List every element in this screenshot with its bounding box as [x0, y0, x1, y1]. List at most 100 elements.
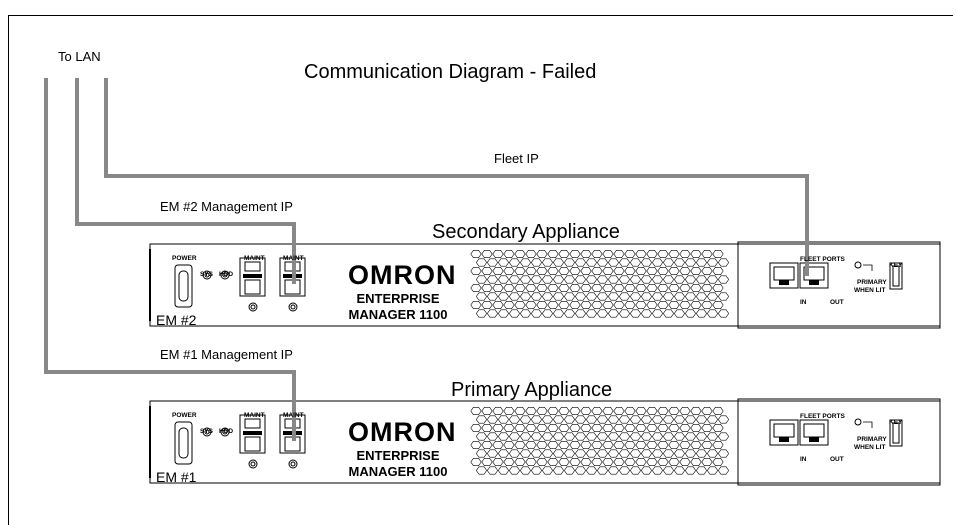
vent-hole	[662, 258, 675, 267]
power-label: POWER	[172, 412, 197, 419]
vent-hole	[607, 258, 620, 267]
primary-led-bracket	[863, 421, 873, 428]
vent-hole	[701, 250, 713, 259]
diagram-frame	[8, 15, 953, 525]
vent-hole	[563, 432, 576, 441]
key-label: KEY	[889, 419, 903, 426]
vent-hole	[574, 415, 587, 424]
fleet-port-tab	[779, 280, 789, 285]
vent-hole	[541, 292, 554, 301]
vent-hole	[574, 449, 587, 458]
vent-hole	[514, 423, 526, 433]
vent-hole	[541, 449, 554, 458]
vent-hole	[470, 440, 482, 450]
omron-logo: OMRON	[348, 417, 457, 447]
fleet-in-label: IN	[800, 299, 807, 306]
vent-hole	[618, 258, 631, 267]
vent-hole	[470, 266, 482, 276]
sys-led-icon	[202, 427, 212, 437]
vent-hole	[525, 283, 537, 293]
vent-hole	[662, 466, 675, 475]
sys-label: SYS	[200, 428, 214, 435]
vent-hole	[541, 415, 554, 424]
vent-hole	[646, 250, 658, 259]
vent-hole	[536, 423, 548, 433]
vent-hole	[525, 440, 537, 450]
vent-hole	[525, 250, 537, 259]
vent-hole	[717, 466, 730, 475]
vent-hole	[470, 423, 482, 433]
vent-hole	[470, 283, 482, 293]
vent-hole	[657, 440, 669, 450]
vent-hole	[547, 440, 559, 450]
vent-hole	[514, 406, 526, 416]
vent-hole	[668, 457, 680, 467]
vent-hole	[640, 415, 653, 424]
vent-hole	[470, 300, 482, 310]
vent-hole	[712, 423, 724, 433]
vent-hole	[481, 457, 493, 467]
vent-hole	[684, 415, 697, 424]
power-switch-rocker	[178, 270, 189, 302]
maint-port-icon	[239, 257, 266, 297]
maint-button-icon	[248, 459, 258, 469]
em2-management-ip-label: EM #2 Management IP	[160, 199, 293, 214]
vent-hole	[497, 432, 510, 441]
vent-hole	[519, 292, 532, 301]
vent-hole	[701, 406, 713, 416]
vent-hole	[569, 406, 581, 416]
model-line-1: ENTERPRISE	[356, 291, 440, 306]
vent-hole	[684, 292, 697, 301]
vent-hole	[492, 423, 504, 433]
secondary-appliance-faceplate	[149, 241, 941, 329]
vent-hole	[503, 283, 515, 293]
vent-hole	[646, 266, 658, 276]
maint-port-socket	[244, 436, 261, 452]
vent-hole	[530, 292, 543, 301]
maint-label: MAINT	[244, 255, 265, 262]
vent-hole	[497, 415, 510, 424]
vent-hole	[530, 415, 543, 424]
vent-hole	[679, 457, 691, 467]
vent-hole	[547, 266, 559, 276]
vent-hole	[640, 258, 653, 267]
hdd-label: HDD	[219, 428, 234, 435]
vent-hole	[602, 300, 614, 310]
vent-hole	[486, 258, 499, 267]
vent-hole	[684, 449, 697, 458]
maint-label: MAINT	[283, 412, 304, 419]
vent-hole	[585, 309, 598, 318]
maint-port-stripe	[243, 274, 262, 278]
vent-hole	[712, 250, 724, 259]
vent-hole	[635, 266, 647, 276]
vent-hole	[580, 300, 592, 310]
vent-hole	[695, 466, 708, 475]
vent-hole	[662, 449, 675, 458]
vent-hole	[668, 283, 680, 293]
vent-hole	[679, 423, 691, 433]
sys-label: SYS	[200, 271, 214, 278]
appliance-layer	[149, 241, 941, 486]
vent-hole	[514, 440, 526, 450]
primary-label: PRIMARY	[857, 436, 887, 443]
vent-hole	[629, 258, 642, 267]
vent-hole	[569, 440, 581, 450]
vent-hole	[618, 275, 631, 284]
vent-hole	[624, 423, 636, 433]
vent-hole	[591, 406, 603, 416]
vent-hole	[497, 292, 510, 301]
vent-hole	[558, 406, 570, 416]
vent-hole	[635, 250, 647, 259]
vent-hole	[673, 292, 686, 301]
vent-hole	[492, 283, 504, 293]
maint-port-latch	[244, 261, 261, 272]
vent-hole	[574, 466, 587, 475]
vent-hole	[486, 432, 499, 441]
fleet-port-tab	[809, 437, 819, 442]
secondary-appliance-heading: Secondary Appliance	[432, 221, 620, 243]
vent-hole	[646, 457, 658, 467]
vent-hole	[519, 275, 532, 284]
vent-hole	[640, 292, 653, 301]
vent-hole	[508, 432, 521, 441]
